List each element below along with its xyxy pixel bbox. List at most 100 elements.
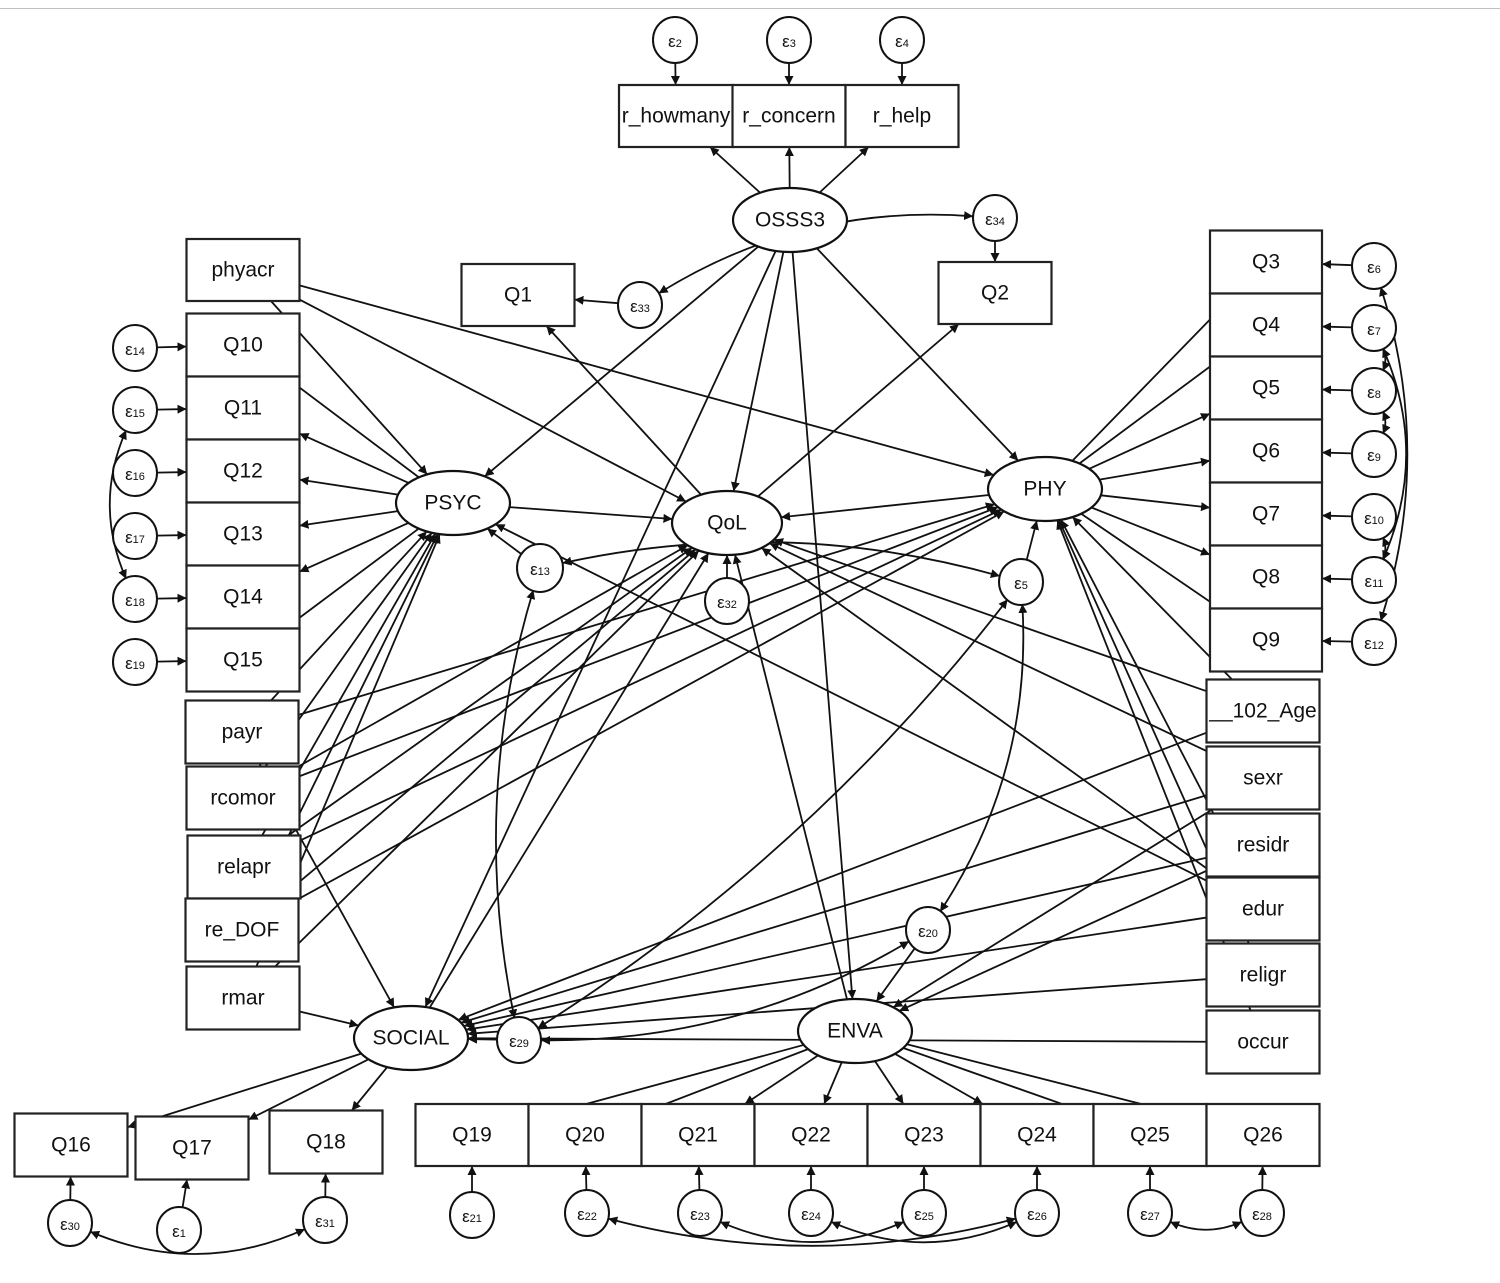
observed-node-rcomor: rcomor — [185, 765, 301, 831]
path-PSYC-to-Q15 — [284, 527, 420, 630]
observed-node-religr: religr — [1205, 942, 1321, 1008]
path-e23-to-Q21 — [694, 1165, 704, 1192]
path-e1-to-Q17 — [181, 1179, 191, 1209]
error-term-e3: ε3 — [766, 16, 812, 64]
path-e22-to-Q20 — [581, 1165, 591, 1192]
node-label: __102_Age — [1208, 700, 1316, 723]
path-OSSS3-to-r_help — [818, 146, 870, 194]
path-payr-to-PHY — [298, 502, 996, 716]
error-circle — [1351, 430, 1397, 478]
error-label: ε10 — [1364, 509, 1384, 528]
observed-node-Q11: Q11 — [185, 375, 301, 441]
latent-ellipse — [796, 997, 914, 1065]
observed-node-Q3: Q3 — [1208, 229, 1324, 295]
error-term-e14: ε14 — [112, 324, 158, 372]
error-circle — [516, 543, 564, 593]
observed-node-Q10: Q10 — [185, 312, 301, 378]
covariance-e20-e29 — [540, 940, 910, 1045]
node-label: Q11 — [224, 397, 262, 420]
observed-box — [185, 627, 301, 693]
observed-node-occur: occur — [1205, 1009, 1321, 1075]
observed-box — [1205, 678, 1321, 744]
error-label: ε15 — [125, 402, 145, 421]
error-label: ε33 — [630, 297, 650, 316]
node-label: Q26 — [1243, 1124, 1283, 1147]
node-label: PHY — [1023, 478, 1066, 501]
path-e9-to-Q6 — [1321, 448, 1353, 458]
observed-node-edur: edur — [1205, 876, 1321, 942]
error-circle — [1351, 304, 1397, 352]
error-circle — [652, 16, 698, 64]
error-term-e19: ε19 — [112, 638, 158, 686]
error-term-e5: ε5 — [998, 558, 1044, 606]
observed-box — [1205, 745, 1321, 811]
node-label: religr — [1240, 964, 1287, 987]
node-label: Q20 — [565, 1124, 605, 1147]
covariance-e13-e5 — [562, 541, 1001, 578]
observed-node-payr: payr — [184, 699, 300, 765]
path-ENVA-to-Q23 — [874, 1060, 905, 1105]
observed-box — [1208, 355, 1324, 421]
observed-box — [460, 262, 576, 328]
node-label: occur — [1237, 1031, 1288, 1054]
error-circle — [112, 512, 158, 560]
path-QoL-to-Q2 — [757, 323, 960, 498]
path-QoL-to-Q1 — [545, 325, 702, 496]
error-label: ε21 — [462, 1207, 482, 1226]
error-label: ε26 — [1027, 1205, 1047, 1224]
error-circle — [1351, 367, 1397, 415]
node-label: rmar — [221, 987, 264, 1010]
error-circle — [156, 1206, 202, 1254]
error-label: ε5 — [1014, 574, 1028, 593]
node-label: Q10 — [223, 334, 263, 357]
observed-box — [184, 699, 300, 765]
covariance-e30-e31 — [89, 1228, 306, 1255]
path-ENVA-to-Q24 — [894, 1053, 984, 1105]
latent-node-PSYC: PSYC — [394, 469, 512, 537]
observed-node-Q23: Q23 — [866, 1102, 982, 1168]
path-e6-to-Q3 — [1321, 259, 1353, 269]
observed-box — [1205, 942, 1321, 1008]
path-e13-to-PSYC — [486, 527, 523, 555]
path-phyacr-to-QoL — [299, 298, 687, 503]
path-PHY-to-Q5 — [1088, 412, 1211, 470]
error-circle — [1014, 1189, 1060, 1237]
latent-ellipse — [670, 489, 784, 557]
latent-ellipse — [352, 1004, 470, 1072]
error-term-e2: ε2 — [652, 16, 698, 64]
error-term-e24: ε24 — [788, 1189, 834, 1237]
node-label: Q7 — [1252, 503, 1280, 526]
path-PSYC-to-Q13 — [299, 510, 399, 529]
path-rmar-to-SOCIAL — [299, 1010, 359, 1028]
node-label: PSYC — [424, 492, 481, 515]
path-e33-to-Q1 — [574, 295, 619, 305]
error-circle — [302, 1196, 348, 1244]
node-label: Q6 — [1252, 440, 1280, 463]
node-label: r_howmany — [622, 105, 731, 128]
node-label: r_help — [873, 105, 931, 128]
error-term-e4: ε4 — [879, 16, 925, 64]
path-edur-to-PSYC — [495, 523, 1207, 882]
node-label: Q9 — [1252, 629, 1280, 652]
path-PHY-to-Q7 — [1100, 494, 1211, 512]
path-relapr-to-PHY — [300, 508, 1002, 842]
error-label: ε28 — [1252, 1205, 1272, 1224]
observed-box — [185, 312, 301, 378]
node-label: Q16 — [51, 1134, 91, 1157]
node-label: r_concern — [742, 105, 835, 128]
error-term-e7: ε7 — [1351, 304, 1397, 352]
observed-node-age: __102_Age — [1205, 678, 1321, 744]
path-PSYC-to-Q10 — [284, 375, 420, 479]
observed-box — [186, 834, 302, 900]
error-circle — [112, 386, 158, 434]
latent-node-OSSS3: OSSS3 — [731, 186, 849, 254]
node-label: relapr — [217, 856, 271, 879]
error-term-e29: ε29 — [496, 1016, 542, 1064]
error-circle — [766, 16, 812, 64]
error-label: ε24 — [801, 1205, 821, 1224]
error-circle — [905, 906, 951, 954]
observed-node-Q17: Q17 — [134, 1115, 250, 1181]
error-label: ε12 — [1364, 634, 1384, 653]
observed-box — [1208, 229, 1324, 295]
observed-box — [185, 965, 301, 1031]
